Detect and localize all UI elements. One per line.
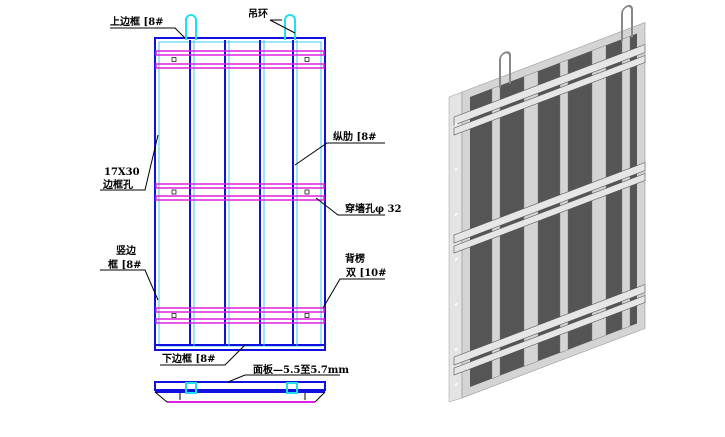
tie-hole-icon [304,313,310,318]
edge-hole-icon [454,302,458,306]
edge-hole-icon [454,167,458,171]
label-edge-hole-size: 17X30 [104,167,140,178]
iso-waler [453,162,646,244]
waler-bar [155,50,325,56]
tie-hole-icon [304,57,310,62]
iso-waler [453,295,646,376]
iso-waler [453,55,646,136]
waler-bar [155,318,325,324]
isometric-view [448,4,646,403]
waler-bar [155,307,325,313]
label-back-waler-1: 背楞 [345,252,365,265]
label-tie-hole: 穿墙孔φ 32 [345,202,401,215]
iso-lifting-ring-icon [621,4,633,42]
edge-hole-icon [454,347,458,351]
label-top-frame: 上边框 [8# [110,15,164,28]
label-side-frame-2: 框 [8# [108,258,142,271]
tie-hole-icon [171,189,177,195]
label-side-frame-1: 竖边 [116,244,137,257]
vertical-ribs [189,40,298,346]
label-back-waler-2: 双 [10# [346,267,387,279]
iso-lifting-ring-icon [499,51,511,88]
label-face-plate: 面板—5.5至5.7mm [253,363,349,376]
waler-bar [155,183,325,189]
waler-bar [155,63,325,69]
tie-hole-icon [171,57,177,62]
edge-hole-icon [454,122,458,126]
elevation-view: 上边框 [8# 吊环 17X30 边框孔 纵肋 [8# 穿墙孔φ 32 竖边 框… [100,8,401,403]
iso-waler [453,44,646,126]
iso-waler [453,173,646,254]
edge-hole-icon [454,257,458,261]
leader-lines [100,19,385,383]
label-bottom-frame: 下边框 [8# [162,352,216,365]
edge-hole-icon [454,382,458,386]
outer-frame [154,37,326,351]
waler-bar [155,195,325,201]
edge-hole-icon [454,212,458,216]
iso-waler [453,284,646,366]
tie-hole-icon [304,189,310,195]
lifting-ring-icon [185,14,296,40]
tie-hole-icon [171,313,177,318]
walers [155,50,325,324]
label-longitudinal-rib: 纵肋 [8# [333,130,377,143]
label-edge-hole: 边框孔 [102,178,133,191]
section-view [154,381,326,403]
label-lifting-ring: 吊环 [248,8,268,20]
